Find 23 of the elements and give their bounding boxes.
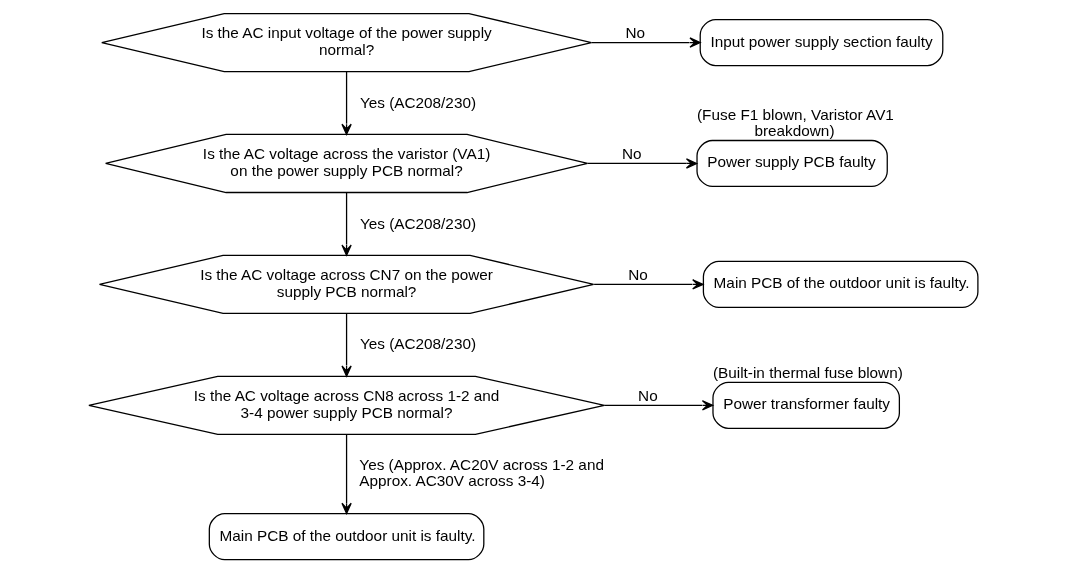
arrow bbox=[590, 37, 701, 48]
arrow bbox=[592, 279, 704, 290]
arrow bbox=[586, 158, 697, 169]
node-box: Power supply PCB faulty bbox=[695, 139, 888, 188]
edge-label: No bbox=[621, 145, 642, 163]
arrow bbox=[340, 71, 352, 135]
node-label: (Fuse F1 blown, Varistor AV1 breakdown) bbox=[696, 105, 894, 140]
arrow bbox=[340, 192, 352, 256]
edge-label: Yes (Approx. AC20V across 1-2 and Approx. AC30V across 3-4) bbox=[358, 455, 604, 490]
edge-label: No bbox=[627, 266, 648, 284]
node-box: Main PCB of the outdoor unit is faulty. bbox=[208, 513, 484, 561]
edge-label: Yes (AC208/230) bbox=[359, 93, 476, 111]
edge-label: Yes (AC208/230) bbox=[359, 214, 476, 232]
node-box: Input power supply section faulty bbox=[699, 18, 943, 67]
node-box: Main PCB of the outdoor unit is faulty. bbox=[702, 260, 979, 309]
arrow bbox=[340, 313, 352, 377]
edge-label: No bbox=[624, 24, 645, 42]
arrow bbox=[603, 400, 713, 411]
edge-label: Yes (AC208/230) bbox=[359, 335, 476, 353]
arrow bbox=[340, 433, 352, 515]
node-box: Power transformer faulty bbox=[711, 381, 900, 429]
edge-label: No bbox=[637, 387, 658, 405]
node-label: (Built-in thermal fuse blown) bbox=[712, 364, 903, 382]
